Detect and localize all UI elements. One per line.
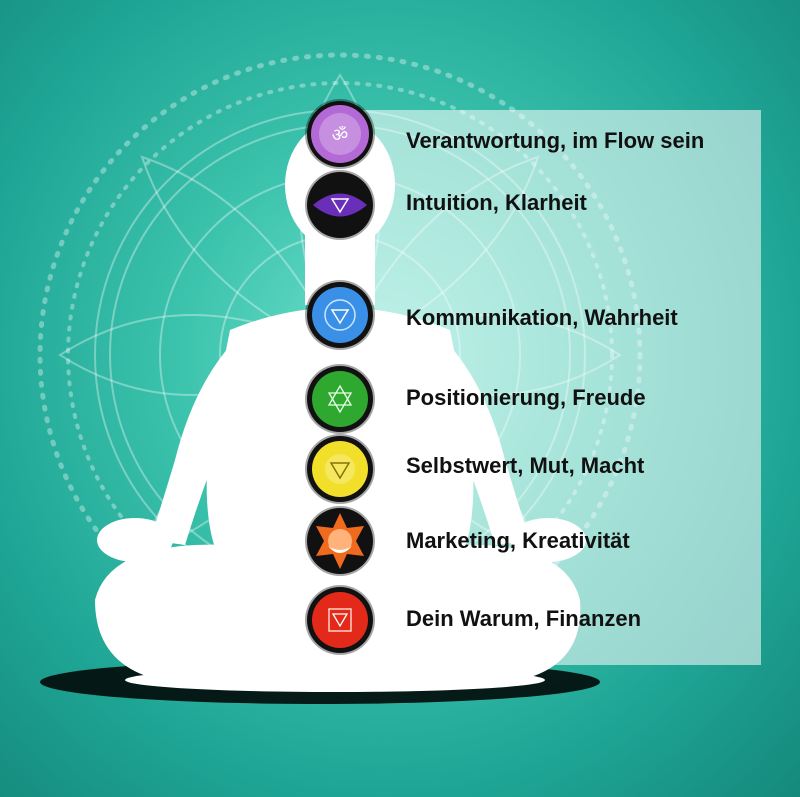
heart-chakra-label: Positionierung, Freude — [406, 385, 646, 410]
throat-chakra-symbol — [307, 282, 373, 348]
crown-chakra-label: Verantwortung, im Flow sein — [406, 128, 705, 153]
solar-plexus-chakra-symbol — [307, 436, 373, 502]
hexagram-icon — [327, 384, 353, 414]
sacral-chakra-symbol — [307, 508, 373, 574]
square-triangle-icon — [328, 608, 352, 632]
triangle-down-icon — [330, 198, 350, 214]
triangle-circle-icon — [330, 309, 350, 325]
third-eye-chakra-symbol — [307, 172, 373, 238]
om-icon: ॐ — [332, 125, 348, 146]
crescent-icon — [328, 546, 352, 553]
solar-plexus-chakra-label: Selbstwert, Mut, Macht — [406, 453, 645, 478]
third-eye-chakra-label: Intuition, Klarheit — [406, 190, 587, 215]
throat-chakra-label: Kommunikation, Wahrheit — [406, 305, 678, 330]
root-chakra-label: Dein Warum, Finanzen — [406, 606, 642, 631]
heart-chakra-symbol — [307, 366, 373, 432]
triangle-down-icon — [329, 462, 351, 480]
root-chakra-symbol — [307, 587, 373, 653]
crown-chakra-symbol: ॐ — [307, 101, 373, 167]
sacral-chakra-label: Marketing, Kreativität — [406, 528, 630, 553]
